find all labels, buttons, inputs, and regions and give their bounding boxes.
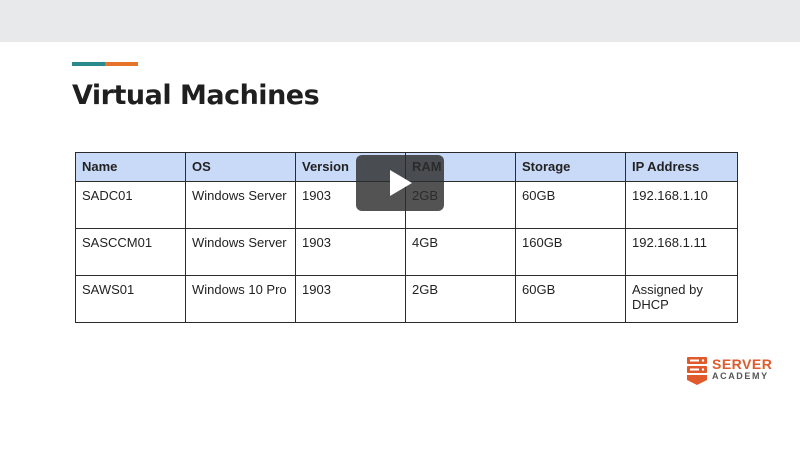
cell-ip-address: 192.168.1.10: [625, 181, 738, 229]
cell-name: SADC01: [75, 181, 186, 229]
header-name: Name: [75, 152, 186, 182]
header-ip-address: IP Address: [625, 152, 738, 182]
cell-storage: 60GB: [515, 181, 626, 229]
cell-name: SASCCM01: [75, 228, 186, 276]
cell-version: 1903: [295, 275, 406, 323]
cell-name: SAWS01: [75, 275, 186, 323]
server-stack-icon: [687, 357, 707, 385]
video-play-button[interactable]: [356, 155, 444, 211]
title-accent-bar: [72, 62, 138, 66]
cell-ip-address: Assigned by DHCP: [625, 275, 738, 323]
accent-orange: [105, 62, 138, 66]
header-storage: Storage: [515, 152, 626, 182]
cell-ip-address: 192.168.1.11: [625, 228, 738, 276]
table-row: SASCCM01 Windows Server 1903 4GB 160GB 1…: [75, 228, 738, 276]
cell-os: Windows Server: [185, 228, 296, 276]
cell-ram: 2GB: [405, 275, 516, 323]
slide-title: Virtual Machines: [72, 80, 320, 111]
video-top-bar: [0, 0, 800, 42]
accent-teal: [72, 62, 105, 66]
cell-os: Windows 10 Pro: [185, 275, 296, 323]
logo-text-server: SERVER: [712, 356, 773, 372]
header-os: OS: [185, 152, 296, 182]
cell-os: Windows Server: [185, 181, 296, 229]
vm-table: Name OS Version RAM Storage IP Address S…: [75, 152, 738, 323]
play-icon: [390, 170, 412, 196]
cell-storage: 160GB: [515, 228, 626, 276]
cell-version: 1903: [295, 228, 406, 276]
logo-text-academy: ACADEMY: [712, 371, 769, 381]
table-row: SAWS01 Windows 10 Pro 1903 2GB 60GB Assi…: [75, 275, 738, 323]
server-academy-logo: SERVER ACADEMY: [686, 356, 776, 386]
cell-storage: 60GB: [515, 275, 626, 323]
cell-ram: 4GB: [405, 228, 516, 276]
